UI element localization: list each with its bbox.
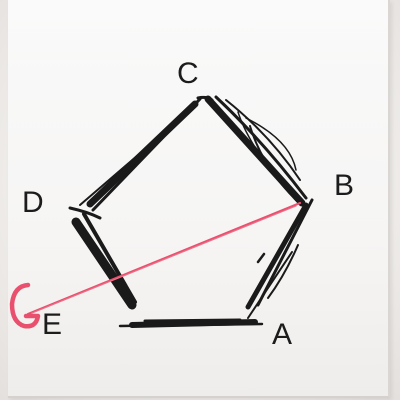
vertex-label-A: A	[272, 318, 292, 351]
vertex-label-B: B	[334, 169, 354, 202]
edge-E-A	[118, 318, 264, 328]
edge-D-E	[68, 206, 137, 310]
paper-card	[8, 0, 390, 398]
edge-B-G	[26, 201, 302, 316]
vertex-label-C: C	[177, 57, 199, 90]
edge-C-B	[204, 95, 308, 207]
vertex-label-E: E	[42, 308, 62, 341]
vertex-label-D: D	[22, 186, 44, 219]
edge-A-B	[245, 198, 314, 319]
vertex-label-G: G	[9, 282, 41, 329]
edge-C-D	[79, 95, 214, 212]
